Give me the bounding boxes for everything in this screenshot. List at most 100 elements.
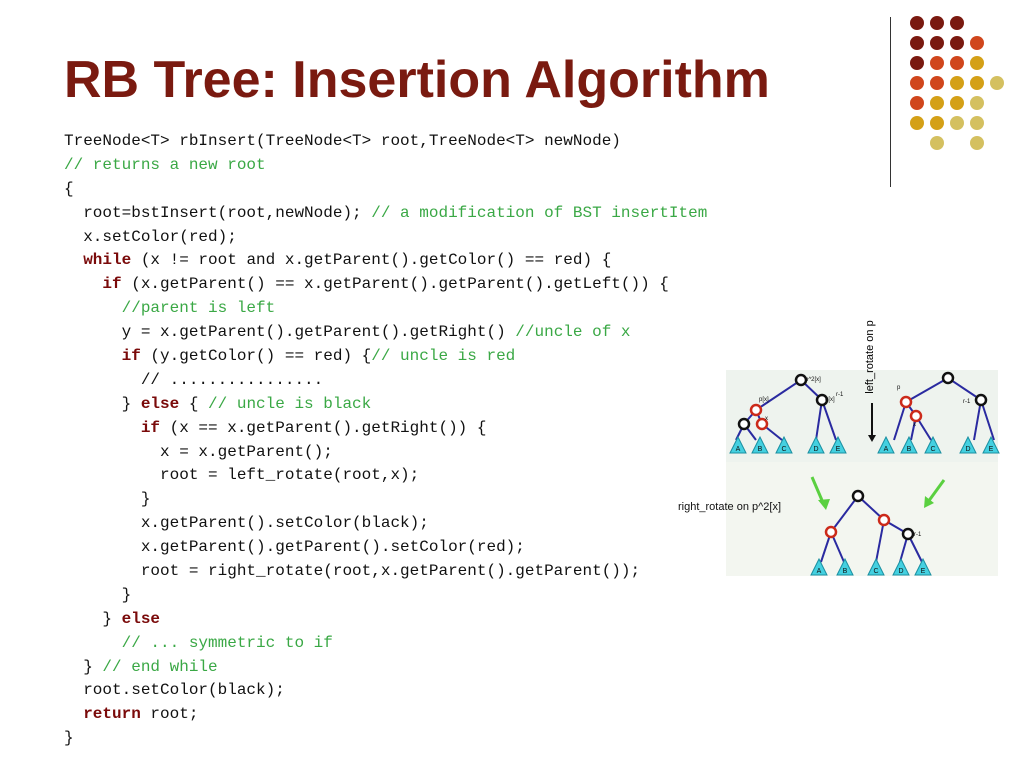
decor-dot: [930, 76, 944, 90]
leaf-label: E: [836, 446, 841, 453]
leaf-label: D: [813, 446, 818, 453]
code-line: {: [64, 178, 707, 202]
code-comment: //parent is left: [64, 299, 276, 318]
code-line: while (x != root and x.getParent().getCo…: [64, 249, 707, 273]
code-text: [64, 275, 102, 293]
leaf-label: B: [843, 568, 848, 575]
code-comment: // ... symmetric to if: [64, 633, 333, 652]
leaf-label: D: [965, 446, 970, 453]
code-text: {: [64, 179, 74, 198]
code-text: {: [179, 394, 209, 413]
leaf-subtree: [867, 557, 885, 576]
leaf-label: E: [989, 446, 994, 453]
leaf-label: A: [817, 568, 822, 575]
decor-dot: [930, 136, 944, 150]
red-node: [899, 395, 913, 409]
node-label: p: [897, 385, 901, 391]
code-keyword: else: [121, 609, 161, 628]
code-comment: // end while: [102, 657, 218, 676]
arrow-left-rotate: [926, 479, 946, 503]
tree-edge: [755, 379, 802, 411]
leaf-subtree: [982, 435, 1000, 454]
code-line: x.getParent().setColor(black);: [64, 512, 707, 536]
decor-dot: [950, 16, 964, 30]
diagram-panel: [726, 462, 998, 576]
red-node: [909, 409, 923, 423]
code-text: }: [64, 657, 103, 676]
code-keyword: return: [83, 705, 141, 724]
diagram-panel: [726, 370, 998, 462]
code-text: root;: [140, 705, 199, 724]
leaf-subtree: [877, 435, 895, 454]
code-comment: // a modification of BST insertItem: [371, 203, 708, 222]
decor-dot: [910, 116, 924, 130]
decor-dot: [930, 56, 944, 70]
code-text: x.setColor(red);: [64, 227, 237, 246]
code-keyword: while: [83, 251, 132, 270]
leaf-subtree: [775, 435, 793, 454]
right-rotate-label: right_rotate on p^2[x]: [678, 501, 781, 513]
code-keyword: if: [121, 347, 141, 366]
code-line: x = x.getParent();: [64, 441, 707, 465]
code-block: TreeNode<T> rbInsert(TreeNode<T> root,Tr…: [64, 130, 707, 751]
code-line: if (y.getColor() == red) {// uncle is re…: [64, 345, 707, 369]
leaf-subtree: [810, 557, 828, 576]
code-line: //parent is left: [64, 297, 707, 321]
code-text: y = x.getParent().getParent().getRight(): [64, 323, 516, 342]
decor-dot: [910, 96, 924, 110]
code-text: x.getParent().getParent().setColor(red);: [64, 538, 525, 557]
code-text: (x == x.getParent().getRight()) {: [160, 418, 487, 437]
tree-edge: [875, 519, 885, 563]
decor-dot: [950, 96, 964, 110]
code-text: root=bstInsert(root,newNode);: [64, 203, 372, 222]
black-node: [794, 373, 808, 387]
code-line: } else { // uncle is black: [64, 393, 707, 417]
code-comment: // uncle is black: [208, 394, 372, 413]
code-text: [64, 419, 141, 437]
code-line: // returns a new root: [64, 154, 707, 178]
leaf-subtree: [914, 557, 932, 576]
code-line: return root;: [64, 703, 707, 727]
black-node: [974, 393, 988, 407]
code-line: x.setColor(red);: [64, 226, 707, 250]
node-label: u[x]: [825, 397, 835, 403]
code-line: } // end while: [64, 656, 707, 680]
code-line: // ... symmetric to if: [64, 632, 707, 656]
left-rotate-caption: left_rotate on p: [860, 312, 880, 402]
code-line: root = left_rotate(root,x);: [64, 464, 707, 488]
decor-dot: [910, 16, 924, 30]
decor-dot: [950, 56, 964, 70]
code-text: (x.getParent() == x.getParent().getParen…: [121, 275, 669, 294]
code-text: x = x.getParent();: [64, 442, 333, 461]
node-label: p[x]: [759, 397, 769, 403]
code-text: }: [64, 585, 132, 604]
decor-dot: [930, 16, 944, 30]
arrow-head: [924, 496, 934, 508]
leaf-subtree: [836, 557, 854, 576]
black-node: [737, 417, 751, 431]
leaf-label: C: [873, 568, 878, 575]
leaf-label: E: [921, 568, 926, 575]
red-node: [877, 513, 891, 527]
red-node: [749, 403, 763, 417]
tree-edge: [893, 401, 907, 441]
code-keyword: else: [140, 394, 180, 413]
black-node: [941, 371, 955, 385]
red-node: [824, 525, 838, 539]
decorative-dot-grid: [910, 16, 1004, 150]
code-line: }: [64, 584, 707, 608]
code-line: y = x.getParent().getParent().getRight()…: [64, 321, 707, 345]
code-text: [64, 251, 83, 269]
tree-edge: [947, 377, 982, 401]
leaf-label: C: [930, 446, 935, 453]
node-label: x: [913, 422, 916, 428]
code-line: TreeNode<T> rbInsert(TreeNode<T> root,Tr…: [64, 130, 707, 154]
code-text: }: [64, 609, 122, 628]
leaf-label: B: [907, 446, 912, 453]
black-node: [815, 393, 829, 407]
code-keyword: if: [102, 275, 122, 294]
code-text: }: [64, 394, 141, 413]
leaf-label: C: [781, 446, 786, 453]
tree-edge: [830, 495, 859, 533]
